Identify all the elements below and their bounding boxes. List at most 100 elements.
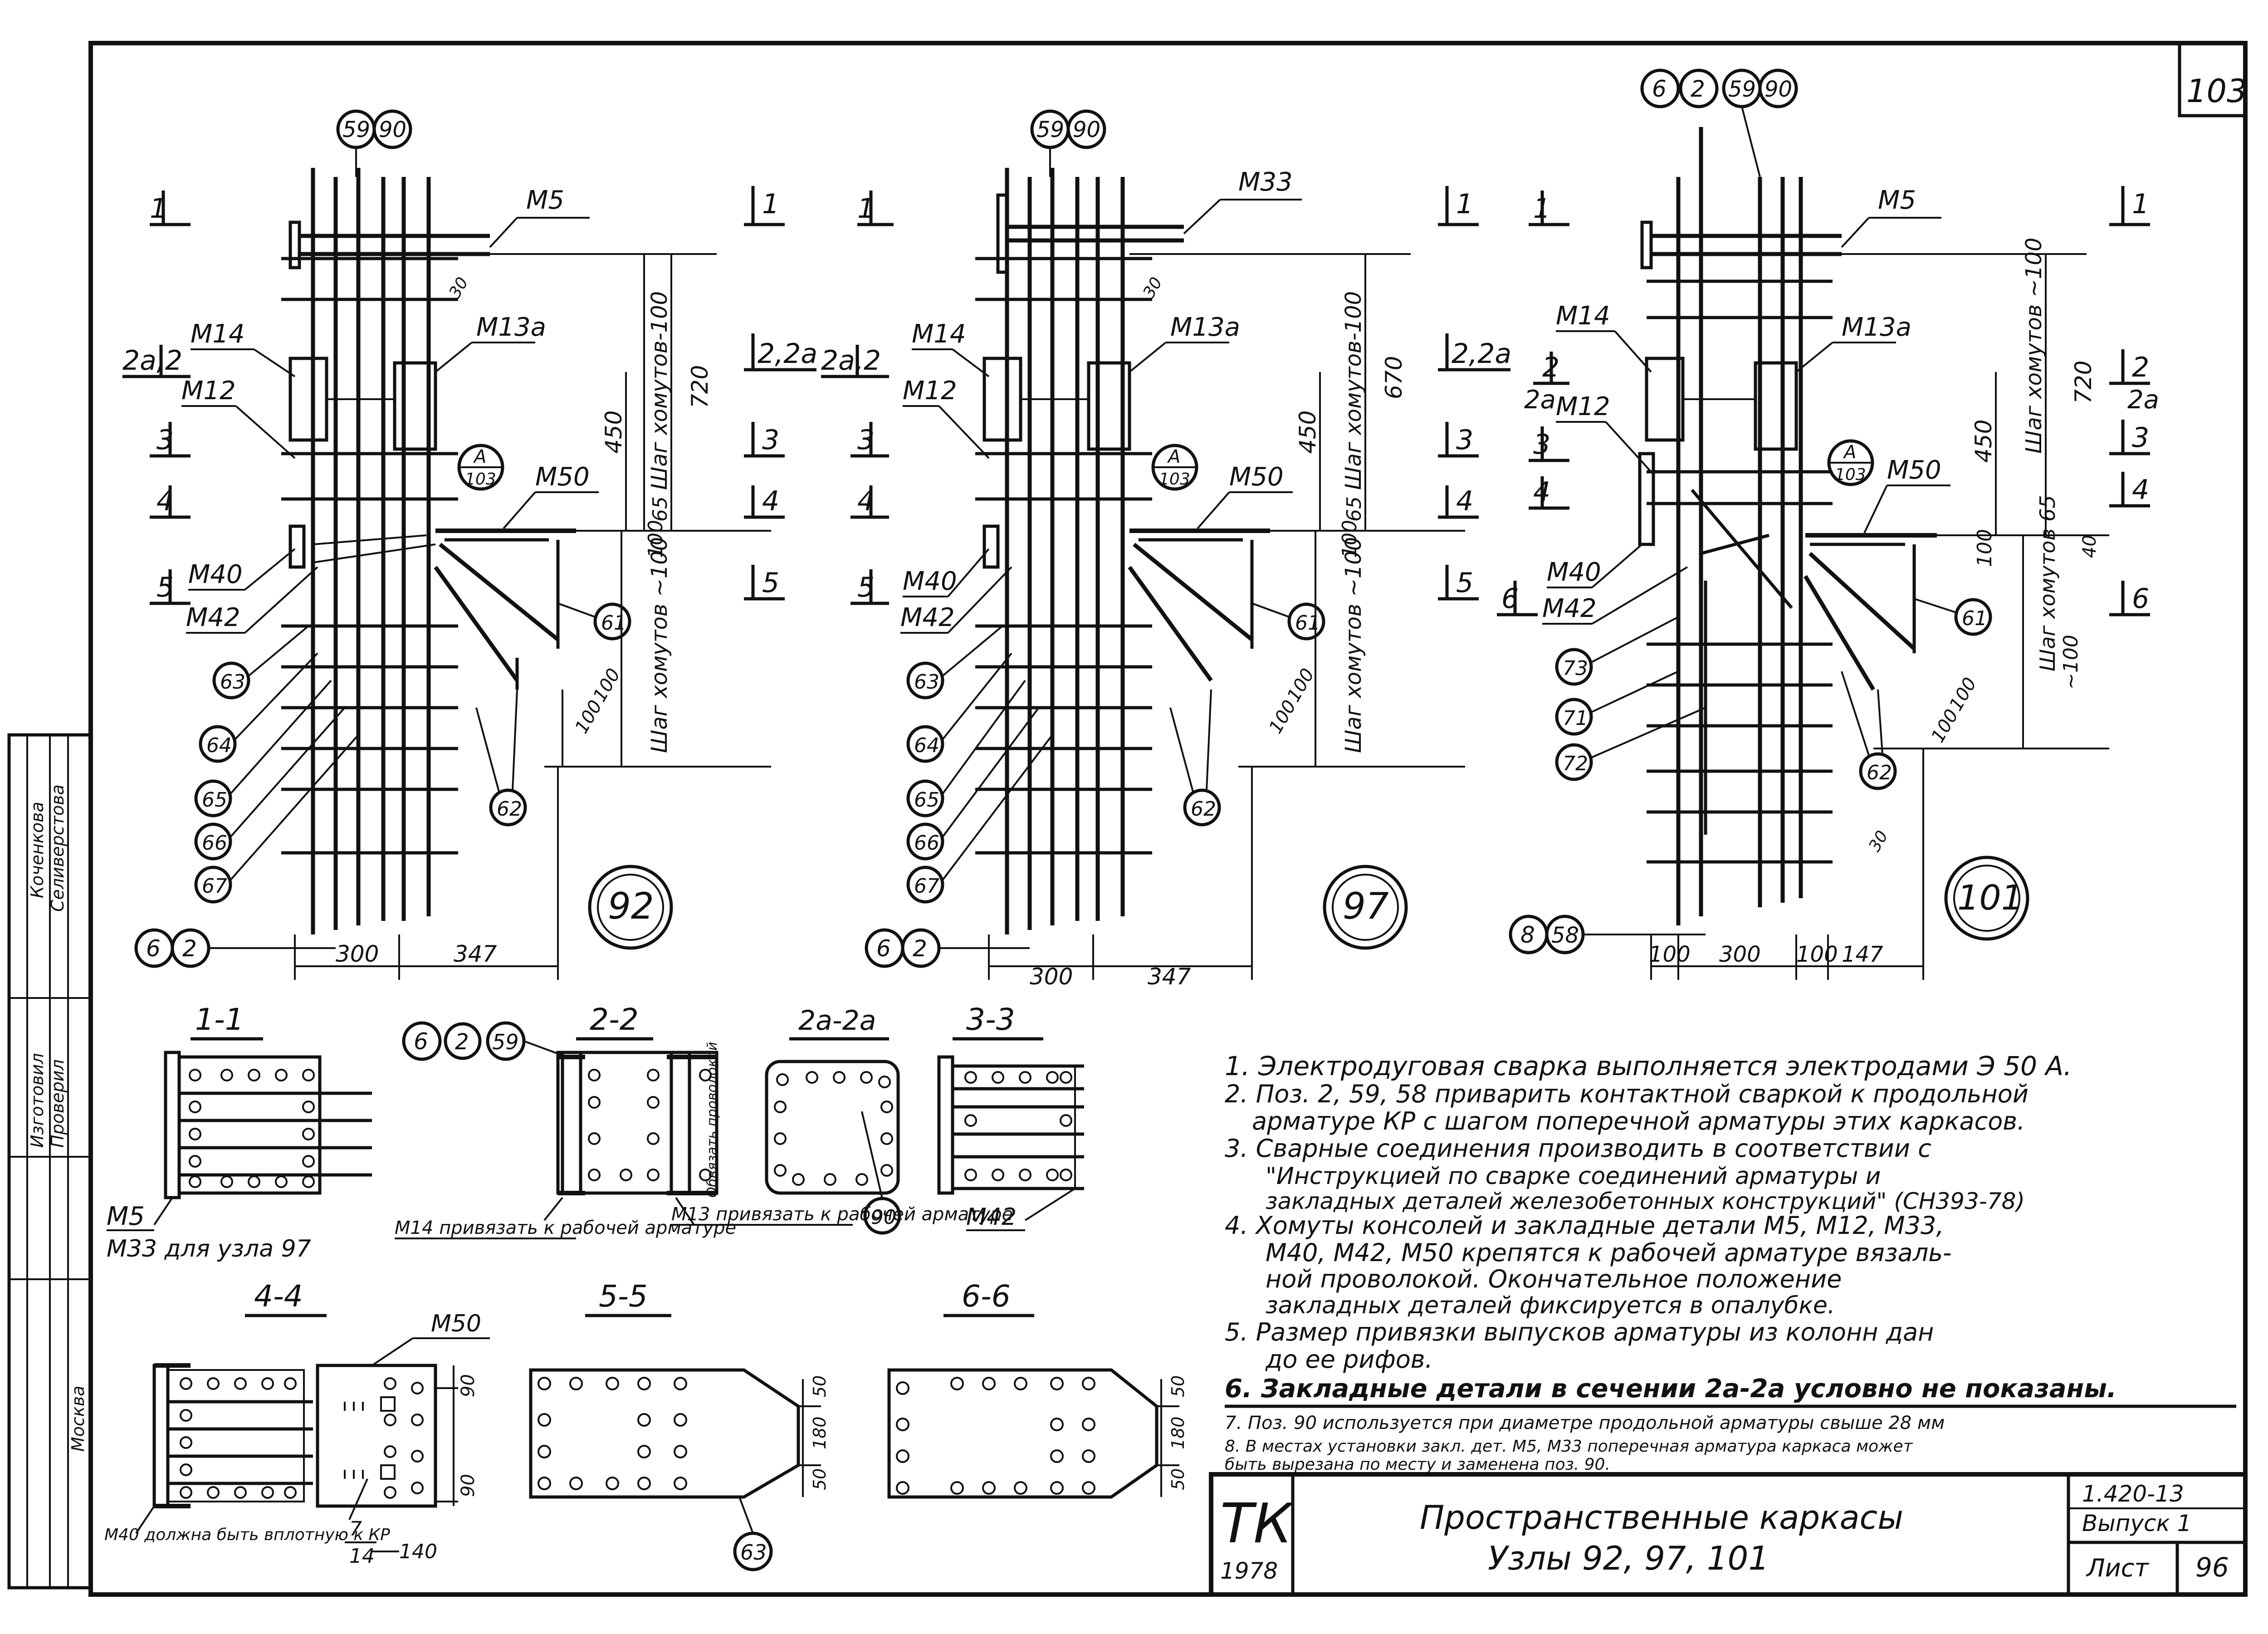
note-4d: закладных деталей фиксируется в опалубке… (1266, 1292, 1835, 1319)
dim-100a: 100 (571, 697, 606, 737)
dim-100b: 100 (1945, 674, 1981, 714)
section-caption-m33: М33 для узла 97 (107, 1235, 311, 1262)
note-4b: М40, М42, М50 крепятся к рабочей арматур… (1266, 1238, 1952, 1267)
section-title: 4-4 (254, 1279, 303, 1314)
note-5b: до ее рифов. (1265, 1345, 1433, 1374)
stamp-dept: Москва (68, 1385, 88, 1452)
svg-text:1: 1 (762, 188, 779, 220)
dim-50b: 50 (810, 1468, 830, 1490)
dim-30: 30 (445, 274, 472, 301)
note-3c: закладных деталей железобетонных констру… (1266, 1188, 2025, 1214)
svg-text:59: 59 (492, 1030, 519, 1054)
dim-bottom-2: 300 (1719, 942, 1761, 967)
svg-text:67: 67 (202, 875, 227, 898)
mark-90: 90 (871, 1206, 896, 1229)
sheet-number: 103 (2186, 73, 2247, 110)
notes: 1. Электродуговая сварка выполняется эле… (1225, 1051, 2236, 1474)
dim-90a: 90 (458, 1374, 479, 1397)
svg-text:62: 62 (1867, 761, 1892, 784)
title-line2: Узлы 92, 97, 101 (1488, 1539, 1769, 1577)
pitch-lower: Шаг хомутов ~100 (647, 537, 672, 753)
node-id: 101 (1957, 877, 2023, 918)
svg-text:4: 4 (762, 485, 779, 517)
node-id: 92 (608, 885, 654, 927)
dim-720: 720 (687, 365, 713, 408)
dim-100a: 100 (1927, 706, 1963, 746)
bottom-mark-2: 2 (913, 935, 927, 962)
node-101-cuts-left: 1 2 2a 3 4 6 (1497, 191, 1569, 616)
svg-text:2: 2 (2132, 352, 2149, 383)
label-m13a: М13а (1170, 313, 1240, 342)
svg-text:2,2a: 2,2a (758, 338, 817, 370)
note-3b: "Инструкцией по сварке соединений армату… (1266, 1163, 1881, 1190)
dim-100b: 100 (1283, 665, 1319, 705)
svg-text:4: 4 (1456, 485, 1473, 517)
dim-bottom-4: 147 (1842, 942, 1883, 967)
note-6: 6. Закладные детали в сечении 2а-2а усло… (1225, 1374, 2116, 1404)
svg-text:6: 6 (2132, 583, 2149, 615)
section-title: 5-5 (599, 1279, 648, 1314)
label-m40: М40 (188, 560, 243, 589)
label-m12: М12 (181, 376, 236, 406)
callout-103: 103 (1835, 465, 1866, 484)
dim-100a: 100 (1265, 697, 1300, 737)
svg-text:4: 4 (2132, 474, 2149, 506)
dim-bottom-2: 347 (454, 941, 497, 967)
note-2b: арматуре КР с шагом поперечной арматуры … (1252, 1107, 2025, 1135)
dim-30: 30 (1139, 274, 1166, 301)
node-92-cuts-left: 1 2a,2 3 4 5 (122, 191, 191, 605)
top-mark-2: 90 (1073, 117, 1100, 142)
pitch-lower: Шаг хомутов ~100 (1341, 537, 1366, 753)
dim-450: 450 (601, 411, 627, 454)
stamp-row1: Изготовил (27, 1053, 47, 1148)
sheet-label: Лист (2086, 1554, 2149, 1582)
label-m50: М50 (1229, 462, 1284, 492)
svg-text:6: 6 (414, 1028, 428, 1055)
node-97-rebars (1005, 168, 1125, 934)
frac-val: 140 (399, 1540, 437, 1563)
svg-text:61: 61 (601, 612, 626, 635)
label-m50: М50 (535, 462, 590, 492)
svg-text:5: 5 (1456, 567, 1473, 599)
label-m42: М42 (1542, 594, 1597, 623)
logo-tk: ТК (1220, 1492, 1294, 1556)
label-m50: М50 (1887, 455, 1941, 485)
node-92-cuts-right: 1 2,2a 3 4 5 (744, 186, 817, 601)
pitch-tilde: ~100 (2059, 635, 2082, 690)
svg-text:5: 5 (762, 567, 779, 599)
series: 1.420-13 (2082, 1481, 2184, 1507)
node-97: 300 347 59 90 6 2 97 А 103 М33 М14 М12 М… (821, 109, 1511, 990)
pitch-lower: Шаг хомутов 65 (2035, 495, 2060, 671)
note-4: 4. Хомуты консолей и закладные детали М5… (1225, 1211, 1944, 1240)
callout-a: А (473, 446, 486, 467)
callout-103: 103 (465, 470, 496, 489)
note-1: 1. Электродуговая сварка выполняется эле… (1225, 1051, 2072, 1081)
node-92-rebars (311, 168, 431, 934)
note-2: 2. Поз. 2, 59, 58 приварить контактной с… (1225, 1080, 2028, 1108)
node-97-cuts-left: 1 2a,2 3 4 5 (821, 191, 894, 605)
label-m40: М40 (903, 567, 957, 596)
label-m40: М40 (1547, 558, 1601, 587)
node-92-pos-marks: 63 64 65 66 67 61 62 (194, 602, 631, 904)
label-m5: М5 (526, 186, 564, 215)
dim-bottom-1: 300 (336, 941, 379, 967)
note-8b: быть вырезана по месту и заменена поз. 9… (1225, 1455, 1610, 1474)
top-mark-2: 90 (379, 117, 406, 142)
section-title: 2а-2а (798, 1005, 876, 1037)
dim-100: 100 (644, 520, 667, 558)
dim-bottom-3: 100 (1796, 942, 1838, 967)
dim-90b: 90 (458, 1474, 479, 1497)
note-3: 3. Сварные соединения производить в соот… (1225, 1134, 1931, 1163)
svg-text:73: 73 (1563, 657, 1588, 680)
side-stamp: Изготовил Проверил Коченкова Селиверстов… (7, 733, 93, 1590)
section-4-4: 4-4 90 90 М50 7 14 140 М40 должн (104, 1279, 490, 1568)
stamp-name1: Коченкова (27, 802, 47, 898)
node-101-cuts-right: 1 2 2a 3 4 6 (2109, 186, 2159, 616)
bottom-mark-1: 6 (876, 935, 891, 962)
title-line1: Пространственные каркасы (1420, 1498, 1903, 1536)
section-title: 3-3 (966, 1002, 1015, 1037)
section-2a-2a: 2а-2а 90 (765, 1005, 901, 1235)
svg-text:65: 65 (202, 788, 227, 812)
top-mark-1: 6 (1652, 76, 1667, 102)
pitch-65: 65 (649, 496, 672, 522)
